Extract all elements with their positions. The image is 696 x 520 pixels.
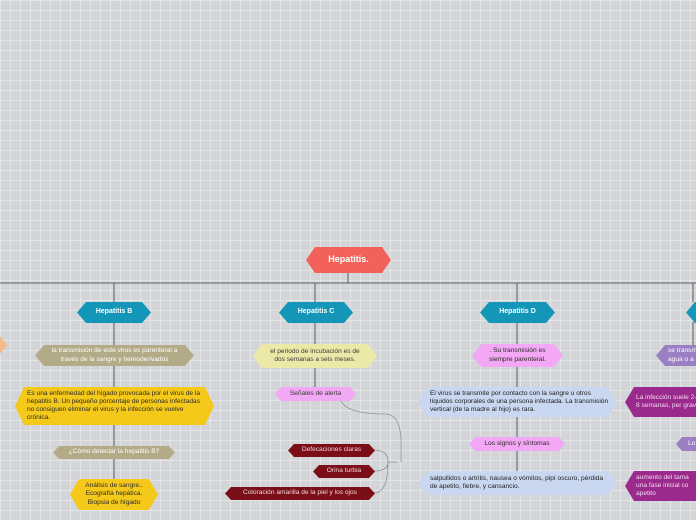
sign-1-curve: [373, 449, 389, 463]
e-growth-text: aumento del tama una fase inicial co ape…: [636, 473, 689, 498]
c-sign-3-text: Coloración amarilla de la piel y los ojo…: [243, 489, 357, 497]
b-tests-node[interactable]: Análisis de sangre.. Ecografía hepática.…: [70, 479, 158, 510]
d-symptoms-node[interactable]: salpullidos o artritis, nausea o vómitos…: [418, 471, 617, 495]
partial-left-node[interactable]: [0, 337, 7, 353]
e-growth-node[interactable]: aumento del tama una fase inicial co ape…: [625, 471, 696, 501]
c-sign-1-node[interactable]: Defecaciones claras: [288, 444, 375, 457]
branch-hepatitis-c[interactable]: Hepatitis C: [279, 302, 353, 323]
b-definition-text: Es una enfermedad del hígado provocada p…: [27, 389, 201, 422]
d-transmission-text: . Su transmisión es siempre parenteral.: [489, 347, 546, 363]
root-topic[interactable]: Hepatitis.: [306, 247, 391, 273]
c-incubation-node[interactable]: el periodo de incubación es de dos seman…: [253, 344, 377, 368]
c-sign-3-node[interactable]: Coloración amarilla de la piel y los ojo…: [225, 487, 375, 500]
b-tests-text: Análisis de sangre.. Ecografía hepática.…: [85, 482, 143, 506]
d-symptoms-text: salpullidos o artritis, nausea o vómitos…: [430, 474, 603, 490]
b-detect-question-text: ¿Cómo detectar la hepatitis B?: [68, 448, 160, 456]
branch-hepatitis-c-label: Hepatitis C: [297, 308, 335, 316]
e-infection-text: La infección suele 2-8 semanas, per grav…: [636, 393, 696, 409]
c-incubation-text: el periodo de incubación es de dos seman…: [270, 347, 360, 363]
branch-partial-right[interactable]: [686, 302, 696, 323]
b-definition-node[interactable]: Es una enfermedad del hígado provocada p…: [15, 387, 214, 425]
d-transmission-node[interactable]: . Su transmisión es siempre parenteral.: [472, 344, 563, 367]
root-topic-label: Hepatitis.: [328, 254, 369, 265]
b-detect-question-node[interactable]: ¿Cómo detectar la hepatitis B?: [53, 446, 175, 459]
d-symptoms-title-text: Los signos y síntomas: [484, 439, 550, 447]
e-infection-node[interactable]: La infección suele 2-8 semanas, per grav…: [625, 387, 696, 417]
b-transmission-text: la transmisión de este virus es parenter…: [51, 347, 178, 363]
e-small-text: Lo: [688, 439, 696, 447]
d-symptoms-title-node[interactable]: Los signos y síntomas: [469, 437, 565, 451]
c-sign-2-node[interactable]: Orina turbia: [313, 465, 375, 478]
c-sign-1-text: Defecaciones claras: [301, 446, 362, 454]
c-warning-signs-text: Señales de alerta: [289, 389, 342, 397]
branch-hepatitis-d-label: Hepatitis D: [499, 308, 536, 316]
branch-hepatitis-d[interactable]: Hepatitis D: [480, 302, 555, 323]
e-top-node[interactable]: se transm agua o a: [656, 345, 696, 366]
branch-hepatitis-b[interactable]: Hepatitis B: [77, 302, 151, 323]
e-small-node[interactable]: Lo: [676, 437, 696, 451]
e-top-text: se transm agua o a: [668, 347, 696, 363]
d-contact-node[interactable]: El virus se transmite por contacto con l…: [418, 387, 617, 417]
c-warning-signs-node[interactable]: Señales de alerta: [275, 387, 356, 401]
sign-2-curve: [373, 461, 389, 472]
c-sign-2-text: Orina turbia: [326, 467, 362, 475]
b-transmission-node[interactable]: la transmisión de este virus es parenter…: [35, 345, 194, 366]
branch-hepatitis-b-label: Hepatitis B: [95, 308, 133, 316]
warning-signs-curve: [339, 398, 402, 462]
sign-3-curve: [373, 461, 389, 494]
d-contact-text: El virus se transmite por contacto con l…: [430, 389, 609, 414]
